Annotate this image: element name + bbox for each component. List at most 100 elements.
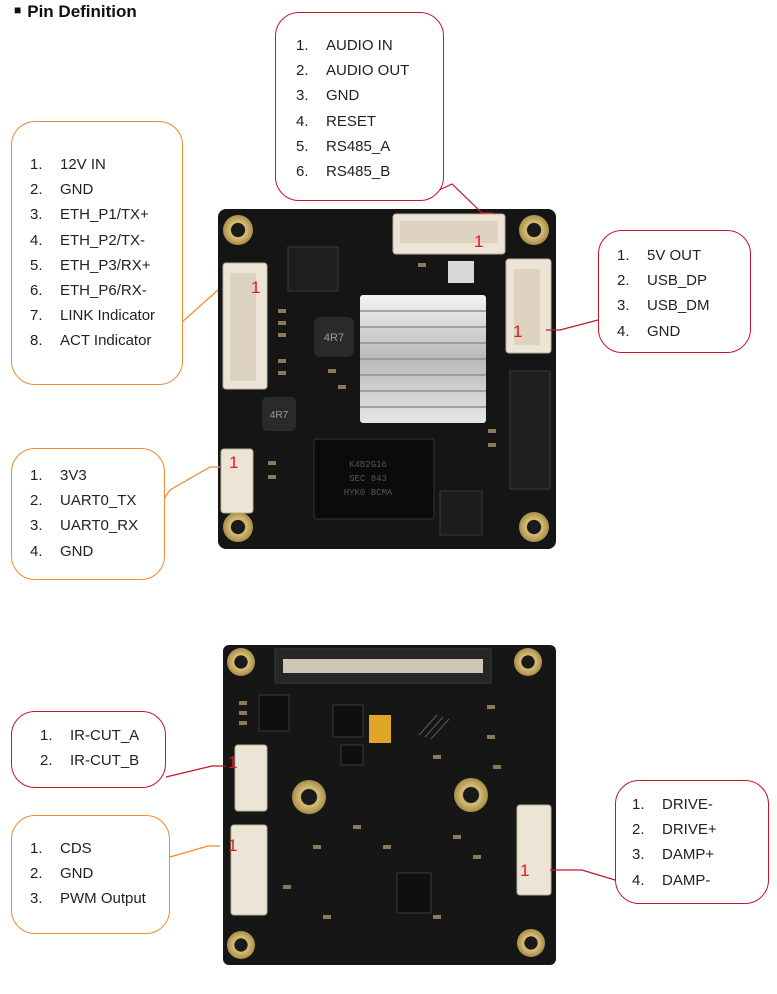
- pin-item: 3.USB_DM: [617, 293, 750, 318]
- pin-number: 2.: [40, 752, 53, 770]
- pin-label: RESET: [326, 112, 377, 130]
- ic-chip: [332, 704, 364, 738]
- lens-mount-hole: [454, 778, 488, 812]
- pin-number: 1.: [617, 247, 630, 264]
- leader-line-ircut: [165, 765, 226, 778]
- pin-label: IR-CUT_A: [70, 727, 140, 744]
- pin-item: 2.GND: [30, 177, 182, 202]
- pin-label: PWM Output: [60, 890, 146, 908]
- mount-hole: [223, 512, 253, 542]
- pin-number: 4.: [30, 542, 43, 560]
- pin-item: 7.LINK Indicator: [30, 303, 182, 328]
- pin-label: GND: [647, 322, 681, 340]
- pin-number: 4.: [30, 231, 43, 249]
- pin-label: RS485_B: [326, 162, 391, 180]
- cds-connector: [230, 824, 268, 916]
- bottom-board-photo: [223, 645, 556, 965]
- memory-chip-label: SEC 843: [349, 474, 387, 484]
- pin-item: 3.PWM Output: [30, 886, 169, 911]
- pin-item: 8. ACT Indicator: [30, 328, 182, 353]
- pin-item: 1.CDS: [30, 836, 169, 861]
- inductor-label: 4R7: [324, 332, 344, 344]
- pin-item: 6.ETH_P6/RX-: [30, 278, 182, 303]
- pin-label: DAMP+: [662, 846, 715, 864]
- pin-item: 2. GND: [30, 861, 169, 886]
- pin-number: 4.: [617, 322, 630, 340]
- mount-hole: [519, 512, 549, 542]
- leader-line-drive: [550, 869, 616, 881]
- callout-usb: 1. 5V OUT 2. USB_DP 3.USB_DM 4. GND: [598, 230, 751, 353]
- pin-number: 1.: [30, 156, 43, 173]
- callout-drive: 1.DRIVE-2.DRIVE+3.DAMP+4.DAMP-: [615, 780, 769, 904]
- pin-label: 12V IN: [60, 156, 106, 173]
- pin-label: GND: [60, 181, 94, 199]
- pin-number: 8.: [30, 332, 43, 350]
- pin-number: 2.: [30, 865, 43, 883]
- pin1-marker-uart: 1: [229, 453, 239, 472]
- pin-label: 5V OUT: [647, 247, 702, 264]
- pin-number: 5.: [296, 137, 309, 155]
- pin1-marker-eth: 1: [251, 278, 261, 297]
- pin1-marker-cds: 1: [228, 836, 238, 855]
- pin-number: 2.: [30, 492, 43, 510]
- ic-chip: [439, 490, 483, 536]
- ic-chip: [258, 694, 290, 732]
- pin-label: AUDIO IN: [326, 37, 393, 54]
- pin-label: 3V3: [60, 467, 87, 484]
- mount-hole: [223, 215, 253, 245]
- pin-number: 4.: [632, 871, 645, 889]
- ffc-connector: [509, 370, 551, 490]
- pcb-bottom: [223, 645, 556, 965]
- pin-item: 1. 3V3: [30, 463, 164, 488]
- pin-item: 1. 12V IN: [30, 152, 182, 177]
- capacitor: [369, 715, 391, 743]
- leader-line-uart: [159, 466, 220, 506]
- pin-label: ETH_P3/RX+: [60, 256, 151, 274]
- pin-number: 1.: [30, 467, 43, 484]
- inductor-label: 4R7: [270, 410, 289, 421]
- pin-label: ETH_P6/RX-: [60, 281, 147, 299]
- pin-number: 6.: [296, 162, 309, 180]
- inductor: [262, 397, 296, 431]
- pin-label: UART0_TX: [60, 492, 137, 510]
- drive-connector: [516, 804, 552, 896]
- pin-list: 1.DRIVE-2.DRIVE+3.DAMP+4.DAMP-: [632, 792, 768, 893]
- pin-label: ETH_P2/TX-: [60, 231, 146, 249]
- pin1-marker-drive: 1: [520, 861, 530, 880]
- memory-chip-label: K4B2G16: [349, 460, 387, 470]
- pin-label: ETH_P1/TX+: [60, 206, 149, 224]
- pin-number: 2.: [632, 821, 645, 839]
- leader-line-eth: [180, 289, 219, 324]
- pin-item: 4.DAMP-: [632, 868, 768, 893]
- ircut-connector: [234, 744, 268, 812]
- page-title: ■Pin Definition: [14, 2, 137, 22]
- memory-chip: [313, 438, 435, 520]
- pin-item: 3.DAMP+: [632, 842, 768, 867]
- inductor: [314, 317, 354, 357]
- pin-number: 2.: [617, 272, 630, 290]
- pin-item: 1. IR-CUT_A: [40, 723, 165, 748]
- mount-hole: [519, 215, 549, 245]
- pin-label: USB_DP: [647, 272, 708, 290]
- ic-chip: [396, 872, 432, 914]
- pin-item: 1.DRIVE-: [632, 792, 768, 817]
- pin-item: 2.AUDIO OUT: [296, 58, 443, 83]
- page-title-text: Pin Definition: [27, 2, 137, 21]
- pin-label: ACT Indicator: [60, 332, 152, 350]
- ic-chip: [287, 246, 339, 292]
- mount-hole: [514, 648, 542, 676]
- pin-item: 1.AUDIO IN: [296, 33, 443, 58]
- pin1-marker-audio: 1: [474, 232, 484, 251]
- mount-hole: [517, 929, 545, 957]
- pin-item: 1. 5V OUT: [617, 243, 750, 268]
- memory-chip-label: HYK0 BCMA: [344, 488, 393, 498]
- pin-label: USB_DM: [647, 297, 710, 315]
- pin-number: 1.: [40, 727, 53, 744]
- pin-label: GND: [60, 865, 94, 883]
- pin-item: 4. GND: [617, 319, 750, 344]
